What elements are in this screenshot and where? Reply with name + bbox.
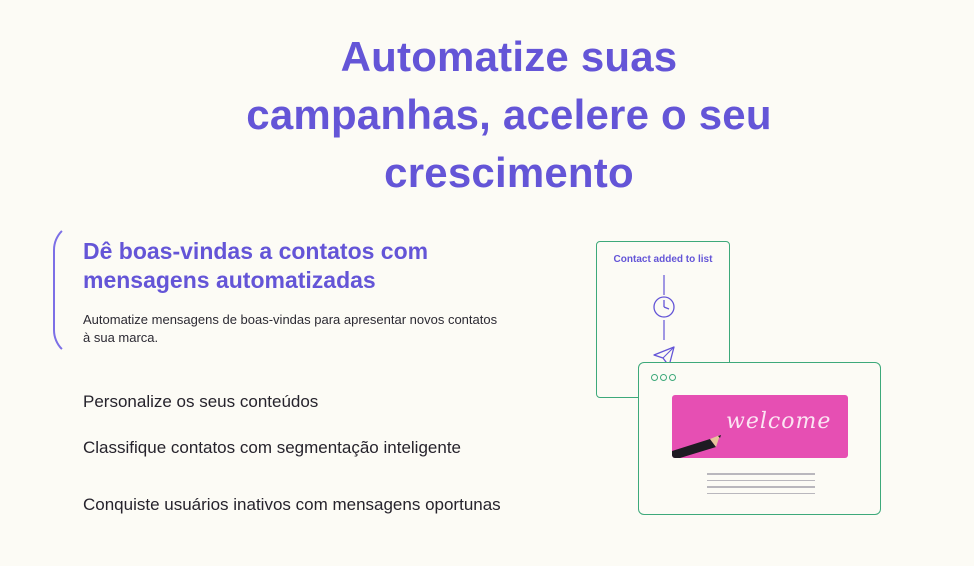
clock-icon [653,296,675,318]
active-feature-description: Automatize mensagens de boas-vindas para… [83,312,498,345]
hero-title-line: crescimento [384,149,634,196]
pencil-icon [672,435,721,458]
active-feature-heading[interactable]: Dê boas-vindas a contatos com mensagens … [83,238,429,293]
email-body-lines [707,473,815,499]
flow-card-title: Contact added to list [613,254,713,265]
welcome-banner: welcome [672,395,848,458]
hero-title: Automatize suas campanhas, acelere o seu… [0,28,974,202]
window-dot [660,374,667,381]
window-dots [651,374,676,381]
feature-item-personalize[interactable]: Personalize os seus conteúdos [83,392,319,411]
welcome-banner-text: welcome [726,409,832,434]
email-preview-card: welcome [638,362,881,515]
text-line [707,492,815,494]
feature-item-segmentation[interactable]: Classifique contatos com segmentação int… [83,438,461,457]
hero-title-line: Automatize suas [340,33,678,80]
window-dot [669,374,676,381]
feature-item-inactive-users[interactable]: Conquiste usuários inativos com mensagen… [83,495,501,514]
window-dot [651,374,658,381]
text-line [707,486,815,488]
hero-title-line: campanhas, acelere o seu [246,91,772,138]
text-line [707,479,815,481]
active-feature-indicator [53,222,513,358]
text-line [707,473,815,475]
